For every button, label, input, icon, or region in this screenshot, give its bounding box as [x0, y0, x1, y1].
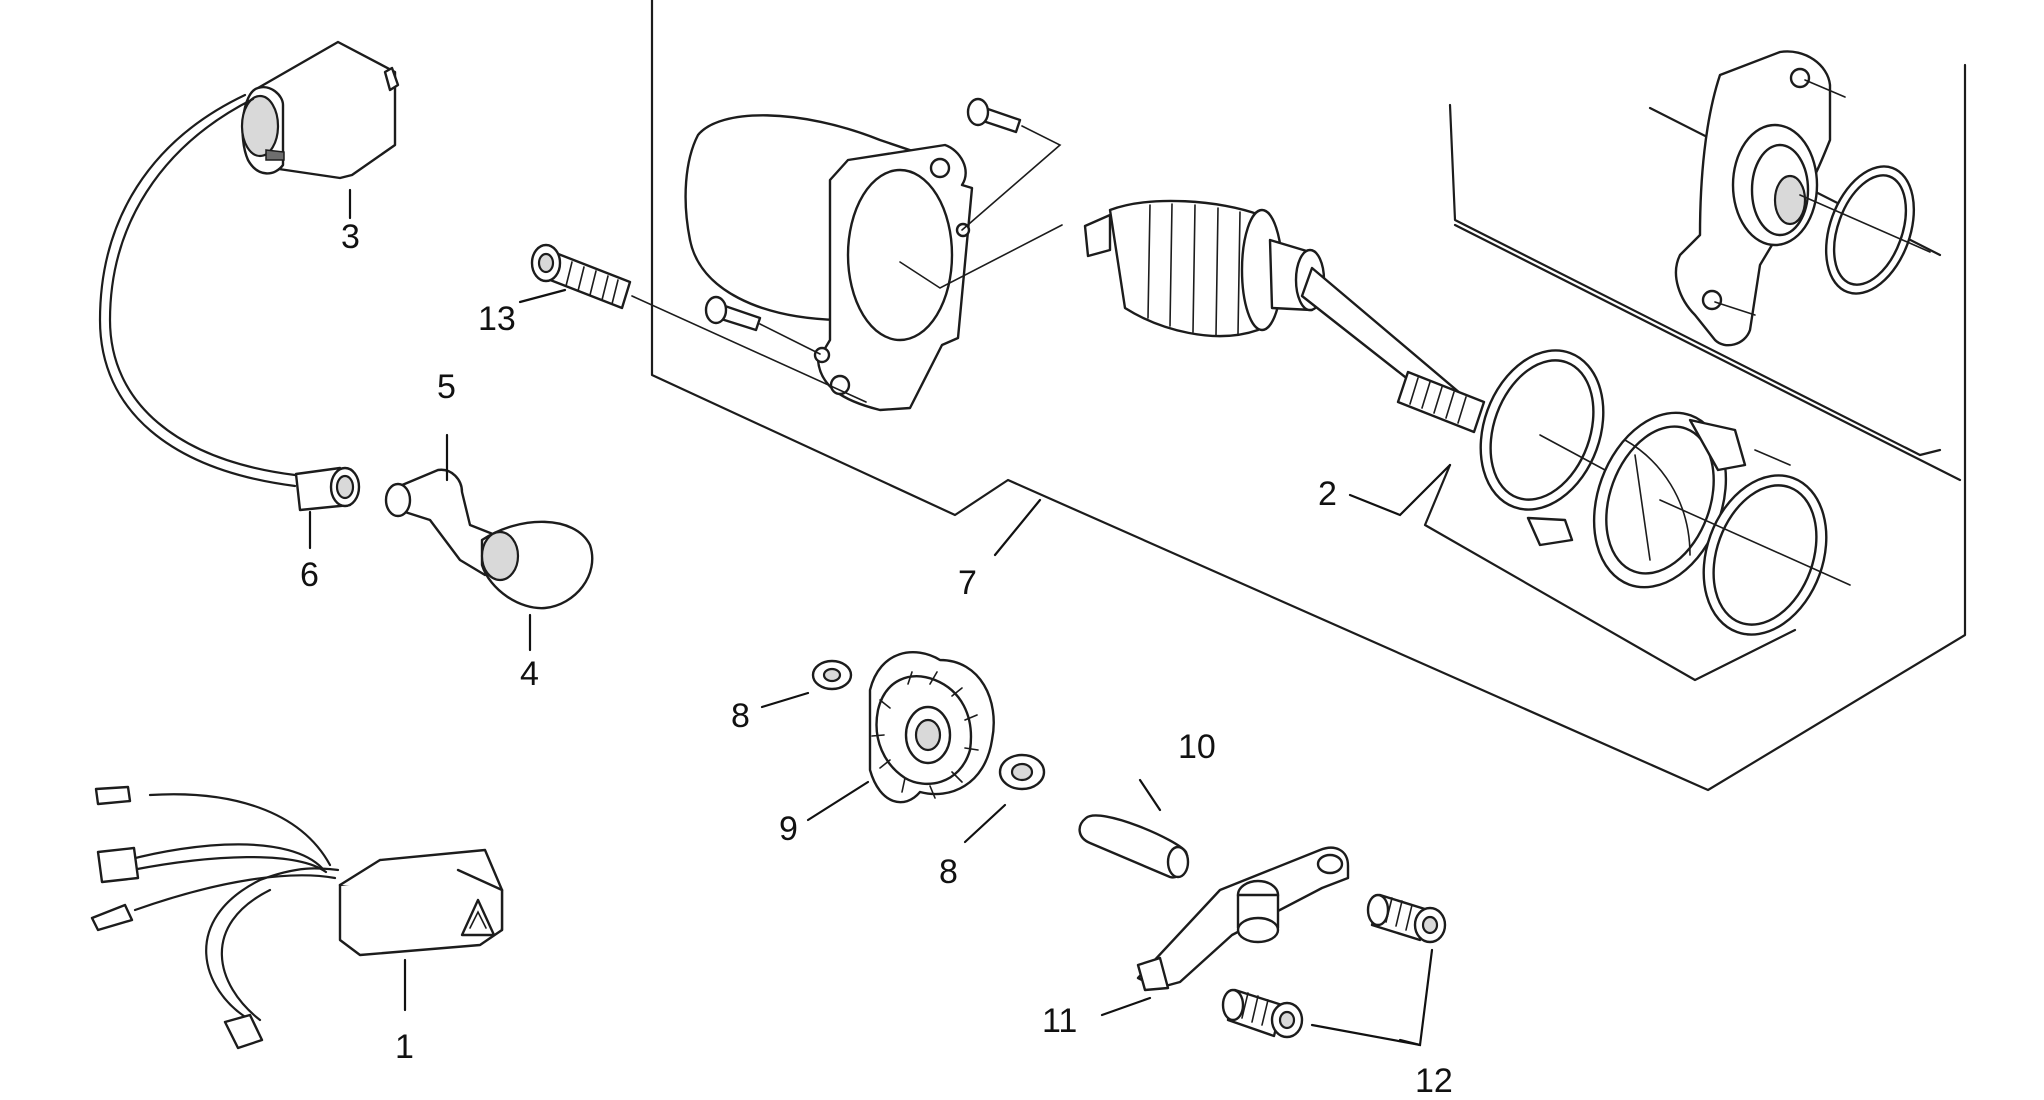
callout-12: 12: [1415, 1062, 1453, 1100]
callout-labels: 1 2 3 4 5 6 7 8 8 9 10 11 12 13: [300, 218, 1453, 1100]
callout-7: 7: [958, 564, 977, 602]
brush-holder-set: [1479, 349, 1851, 636]
callout-11: 11: [1042, 1002, 1077, 1040]
ignition-coil: [98, 40, 400, 488]
callout-4: 4: [520, 655, 539, 693]
callout-8b: 8: [939, 853, 958, 891]
callout-13: 13: [478, 300, 516, 338]
idler-shaft: [1078, 814, 1190, 879]
callout-2: 2: [1318, 475, 1337, 513]
callout-6: 6: [300, 556, 319, 594]
starter-gear-assembly: [811, 651, 1046, 804]
long-bolt: [530, 243, 632, 310]
lead-terminal-cap: [294, 466, 361, 512]
callout-1: 1: [395, 1028, 414, 1066]
brush-set-bracket: [1423, 463, 1797, 682]
callout-8a: 8: [731, 697, 750, 735]
spark-plug-cap: [384, 468, 594, 610]
callout-10: 10: [1178, 728, 1216, 766]
rear-end-cover: [1674, 50, 1931, 347]
callout-9: 9: [779, 810, 798, 848]
starter-motor-housing: [631, 97, 1063, 412]
callout-3: 3: [341, 218, 360, 256]
retaining-plate: [1136, 846, 1350, 992]
callout-5: 5: [437, 368, 456, 406]
armature: [1083, 199, 1501, 434]
cdi-unit: [90, 785, 504, 1050]
mounting-screws: [1221, 893, 1447, 1039]
leader-lines: [308, 188, 1452, 1047]
